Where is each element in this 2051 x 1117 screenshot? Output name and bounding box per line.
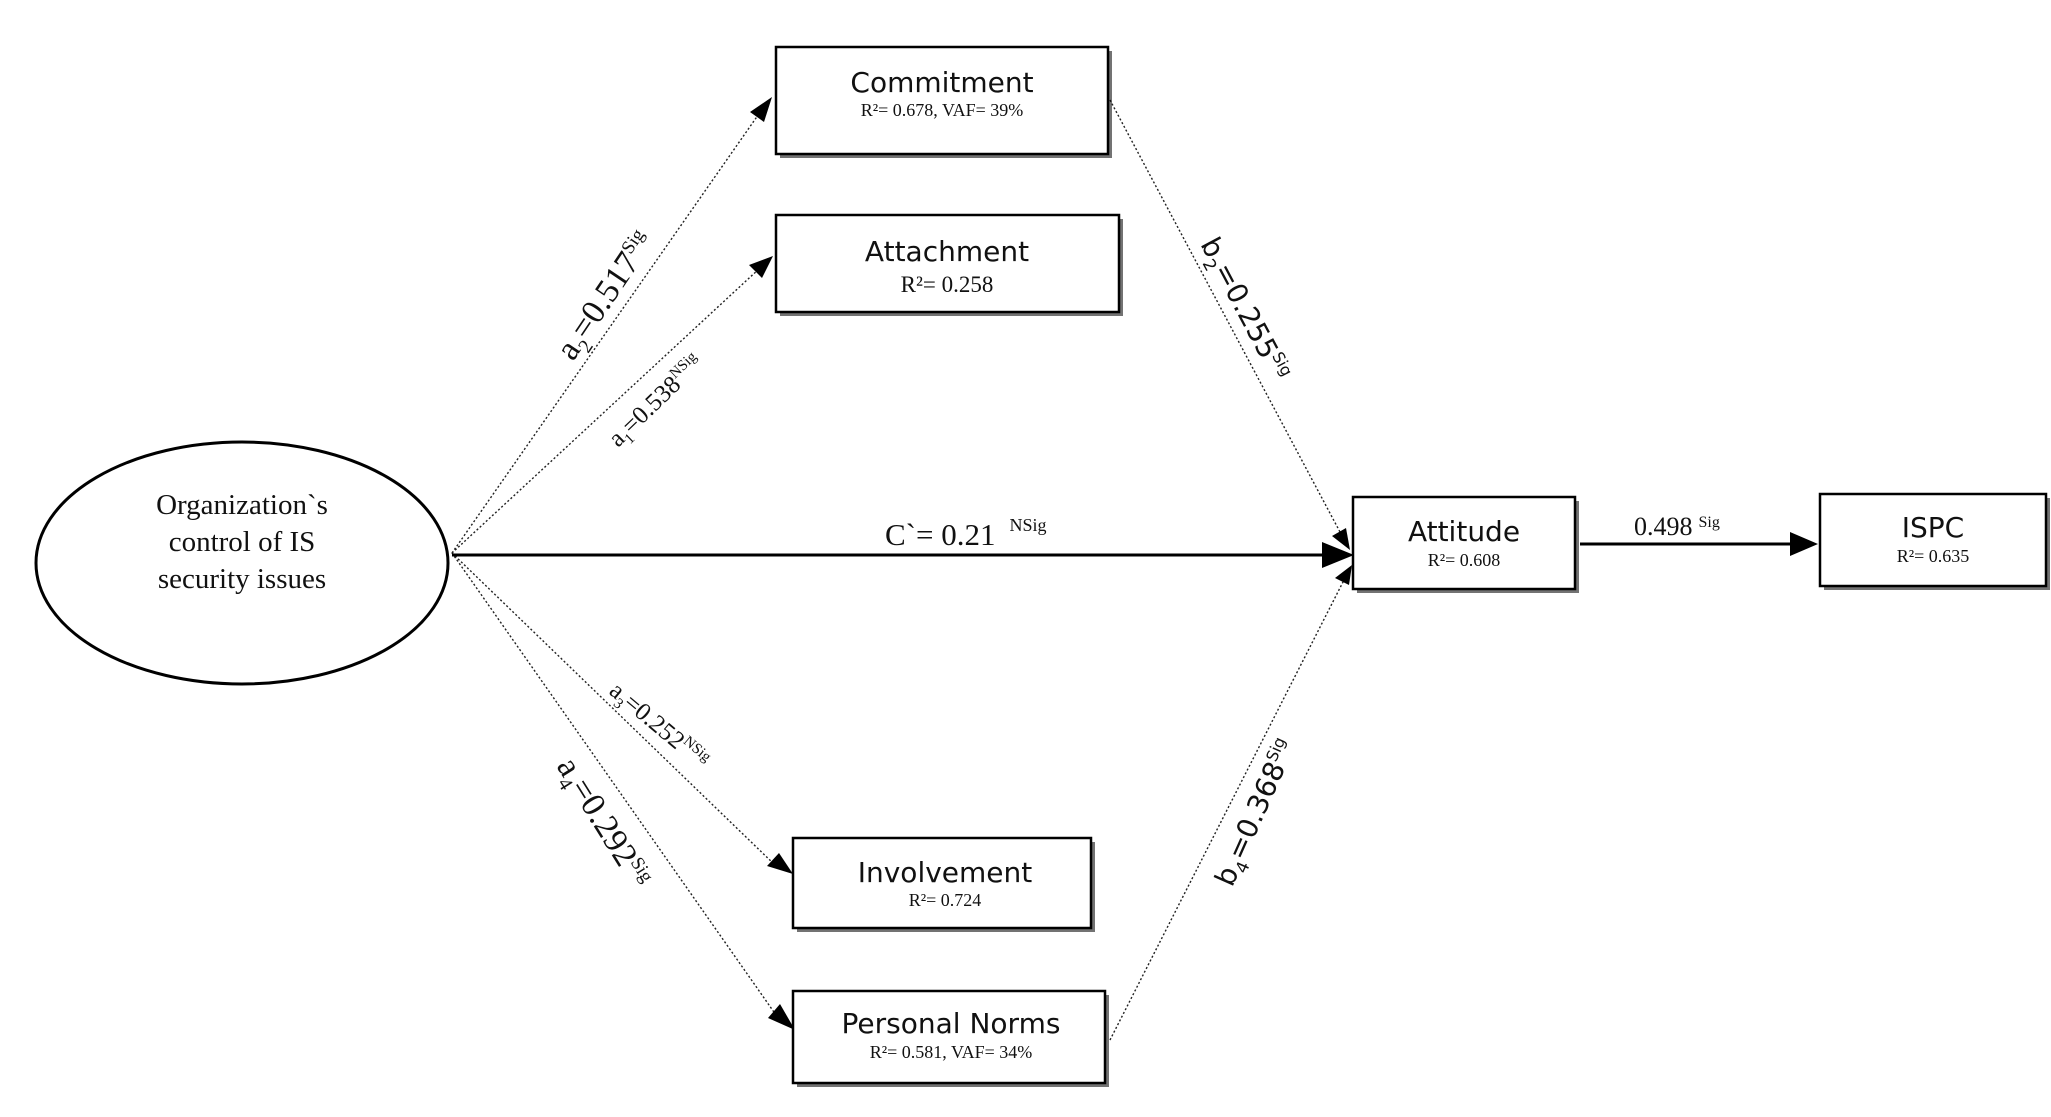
path-b2-line: [1109, 99, 1341, 533]
arrowhead-commitment: [750, 97, 772, 122]
label-a1: a1=0.538NSig: [603, 349, 712, 456]
path-b4-line: [1109, 579, 1345, 1041]
svg-text:a3=0.252NSig: a3=0.252NSig: [602, 676, 715, 778]
label-attitude-ispc-value: 0.498: [1634, 512, 1693, 541]
central-label-line1: Organization`s: [156, 489, 328, 521]
ispc-stats: R²= 0.635: [1897, 546, 1970, 566]
label-attitude-ispc: 0.498 Sig: [1634, 512, 1720, 541]
svg-text:b4=0.368Sig: b4=0.368Sig: [1208, 734, 1307, 893]
arrowhead-attitude: [1322, 542, 1354, 568]
label-a3-value: =0.252: [618, 689, 689, 755]
path-a2-line: [451, 107, 764, 554]
involvement-stats: R²= 0.724: [909, 890, 982, 910]
attachment-stats: R²= 0.258: [901, 272, 994, 297]
personal-norms-stats: R²= 0.581, VAF= 34%: [870, 1042, 1033, 1062]
commitment-stats: R²= 0.678, VAF= 39%: [861, 100, 1024, 120]
label-a2: a2=0.517Sig: [549, 224, 666, 369]
central-label-line2: control of IS: [169, 526, 316, 558]
label-a4: a4=0.292Sig: [545, 751, 658, 898]
arrowhead-b2: [1332, 528, 1350, 550]
arrowhead-ispc: [1790, 532, 1818, 556]
attitude-stats: R²= 0.608: [1428, 550, 1501, 570]
arrowhead-b4: [1335, 565, 1352, 585]
central-label-line3: security issues: [158, 563, 326, 595]
personal-norms-title: Personal Norms: [842, 1007, 1061, 1040]
label-a3: a3=0.252NSig: [602, 676, 715, 778]
node-attitude: Attitude R²= 0.608: [1351, 495, 1579, 593]
label-c: C`= 0.21 NSig: [885, 515, 1047, 552]
path-a1-line: [451, 267, 761, 554]
label-attitude-ispc-sig: Sig: [1699, 514, 1720, 531]
arrowhead-involvement: [767, 853, 793, 874]
label-a1-value: =0.538: [617, 371, 686, 439]
node-ispc: ISPC R²= 0.635: [1818, 492, 2050, 590]
central-ellipse: [34, 440, 450, 686]
node-personal-norms: Personal Norms R²= 0.581, VAF= 34%: [791, 989, 1109, 1087]
attachment-title: Attachment: [865, 235, 1029, 268]
label-c-value: C`= 0.21: [885, 517, 995, 552]
label-a1-sig: NSig: [667, 349, 701, 382]
path-a4-line: [451, 552, 777, 1016]
arrowhead-attachment: [749, 256, 773, 278]
label-a4-value: =0.292: [563, 772, 645, 873]
label-b2-value: =0.255: [1207, 257, 1285, 364]
svg-text:a4=0.292Sig: a4=0.292Sig: [545, 751, 658, 898]
path-a3-line: [451, 552, 777, 867]
node-commitment: Commitment R²= 0.678, VAF= 39%: [774, 45, 1112, 158]
arrowhead-personal-norms: [768, 1004, 795, 1030]
label-b4: b4=0.368Sig: [1208, 734, 1307, 893]
central-construct: Organization`s control of IS security is…: [34, 440, 450, 686]
svg-text:a2=0.517Sig: a2=0.517Sig: [549, 224, 666, 369]
node-involvement: Involvement R²= 0.724: [791, 836, 1095, 932]
ispc-title: ISPC: [1902, 511, 1964, 544]
label-b4-value: =0.368: [1220, 757, 1292, 865]
involvement-title: Involvement: [858, 856, 1033, 889]
attitude-title: Attitude: [1408, 515, 1520, 548]
label-b2: b2=0.255Sig: [1189, 232, 1297, 388]
label-a2-value: =0.517: [563, 246, 647, 346]
svg-text:a1=0.538NSig: a1=0.538NSig: [603, 349, 712, 456]
label-c-sig: NSig: [1009, 515, 1046, 535]
commitment-title: Commitment: [850, 66, 1033, 99]
label-a3-sig: NSig: [680, 733, 714, 765]
svg-text:b2=0.255Sig: b2=0.255Sig: [1189, 232, 1296, 388]
paths: [451, 97, 1818, 1041]
node-attachment: Attachment R²= 0.258: [774, 213, 1123, 316]
